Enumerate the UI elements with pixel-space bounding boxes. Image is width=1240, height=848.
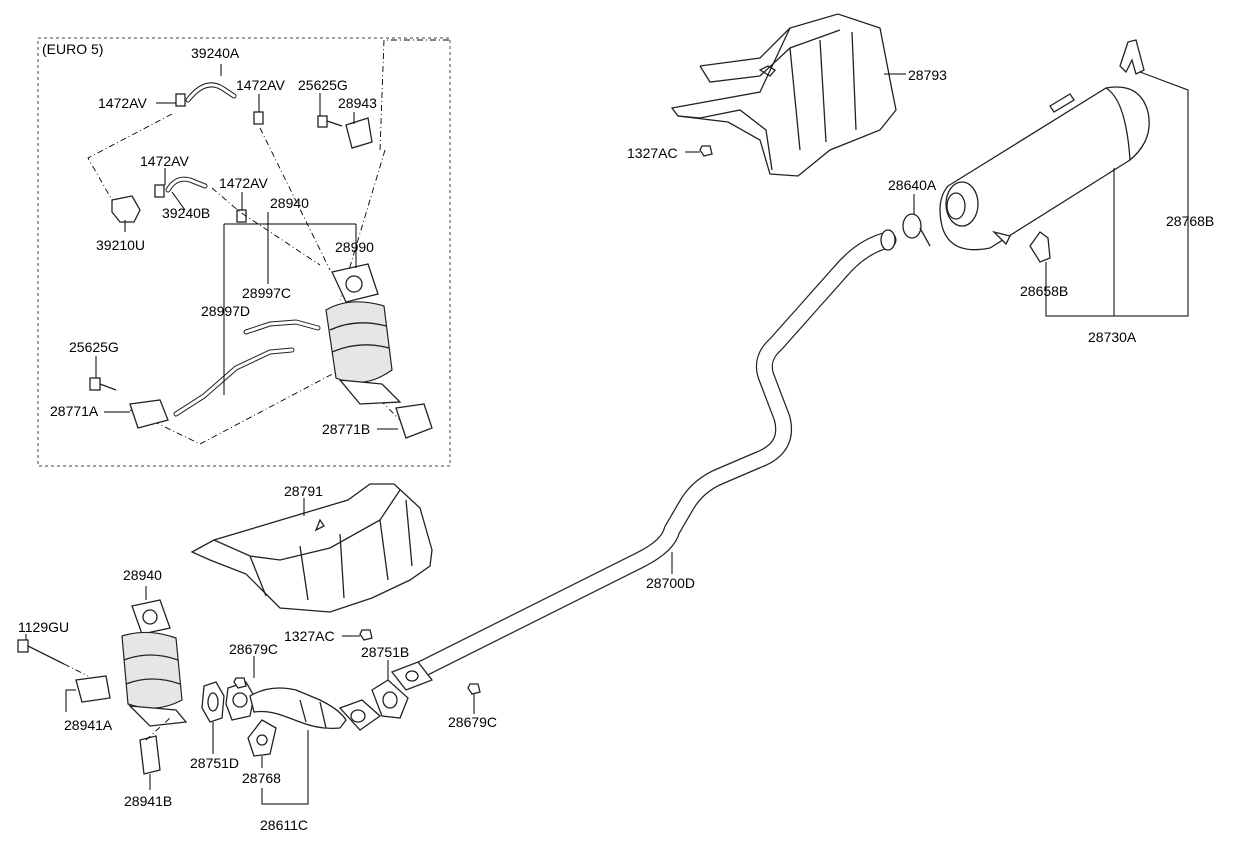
label-28771b: 28771B	[322, 421, 370, 437]
hanger-28768	[247, 719, 277, 757]
bracket-28943	[345, 117, 373, 149]
label-1472av-d: 1472AV	[219, 175, 268, 191]
front-pipe-28611c	[225, 681, 382, 731]
label-28658b: 28658B	[1020, 283, 1068, 299]
label-28730a: 28730A	[1088, 329, 1137, 345]
bolt-1129gu	[17, 639, 65, 665]
muffler-28730a	[939, 86, 1150, 251]
clamp-1472av-a	[175, 93, 186, 107]
label-28751d: 28751D	[190, 755, 239, 771]
clamp-1472av-d	[236, 209, 247, 223]
sensor-39210u	[111, 195, 141, 223]
bolt-25625g-a	[317, 115, 328, 128]
heat-shield-28791	[190, 483, 433, 613]
label-28679c-b: 28679C	[448, 714, 497, 730]
label-39210u: 39210U	[96, 237, 145, 253]
label-25625g-a: 25625G	[298, 77, 348, 93]
clamp-1472av-c	[154, 184, 165, 198]
label-28940-a: 28940	[270, 195, 309, 211]
label-28611c: 28611C	[260, 817, 308, 833]
gasket-28751d	[201, 681, 225, 723]
label-28768: 28768	[242, 770, 281, 786]
label-1472av-b: 1472AV	[236, 77, 285, 93]
nut-28679c-b	[467, 683, 481, 695]
label-1129gu: 1129GU	[18, 619, 69, 635]
label-25625g-b: 25625G	[69, 339, 119, 355]
bracket-28941b	[139, 735, 161, 775]
euro5-inset: (EURO 5)	[37, 37, 451, 467]
label-28990: 28990	[335, 239, 374, 255]
label-39240b: 39240B	[162, 205, 210, 221]
label-28941b: 28941B	[124, 793, 172, 809]
clamp-28640a	[902, 213, 931, 247]
label-28943: 28943	[338, 95, 377, 111]
label-1472av-a: 1472AV	[98, 95, 147, 111]
nut-1327ac-a	[699, 145, 713, 157]
label-28771a: 28771A	[50, 403, 99, 419]
nut-28679c-a	[233, 677, 247, 689]
label-28941a: 28941A	[64, 717, 113, 733]
bracket-28941a	[75, 675, 111, 703]
hanger-28658b	[1029, 231, 1051, 263]
center-pipe-28700d	[390, 229, 897, 691]
inset-frame	[37, 37, 451, 467]
label-28997d: 28997D	[201, 303, 250, 319]
label-1327ac-a: 1327AC	[627, 145, 678, 161]
nut-1327ac-b	[359, 629, 373, 641]
inset-title: (EURO 5)	[42, 41, 103, 57]
label-28940-b: 28940	[123, 567, 162, 583]
heat-shield-28793	[670, 13, 897, 177]
label-1472av-c: 1472AV	[140, 153, 189, 169]
label-28679c-a: 28679C	[229, 641, 278, 657]
label-39240a: 39240A	[191, 45, 240, 61]
bolt-25625g-b	[89, 377, 101, 391]
label-28768b: 28768B	[1166, 213, 1214, 229]
label-28997c: 28997C	[242, 285, 291, 301]
label-28793: 28793	[908, 67, 947, 83]
label-28700d: 28700D	[646, 575, 695, 591]
gasket-28751b	[371, 679, 409, 719]
catalytic-converter-28940	[121, 599, 188, 727]
label-1327ac-b: 1327AC	[284, 628, 335, 644]
catalytic-converter-28990	[325, 263, 402, 405]
clamp-1472av-b	[253, 111, 264, 125]
label-28751b: 28751B	[361, 644, 409, 660]
label-28791: 28791	[284, 483, 323, 499]
label-28640a: 28640A	[888, 177, 937, 193]
hanger-28768b	[1119, 39, 1145, 75]
bracket-28771b	[395, 403, 433, 439]
bracket-28771a	[129, 399, 169, 429]
